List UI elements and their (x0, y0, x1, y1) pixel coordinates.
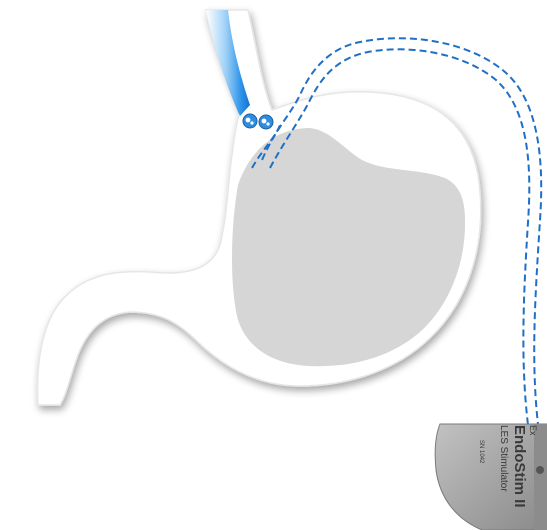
device-header (534, 424, 547, 530)
device-header-port (536, 466, 544, 474)
device-logo-text: Ex (528, 425, 538, 436)
stimulator-device: Ex EndoStim II LES Stimulator SN 1042 (435, 424, 547, 530)
electrode-left (243, 114, 257, 128)
device-brand: EndoStim II (511, 425, 528, 508)
electrode-right (259, 115, 273, 129)
device-serial: SN 1042 (478, 440, 484, 464)
device-subtitle: LES Stimulator (498, 425, 509, 492)
